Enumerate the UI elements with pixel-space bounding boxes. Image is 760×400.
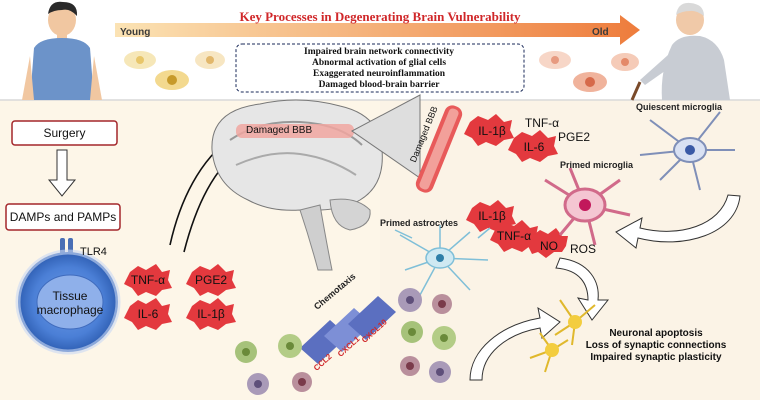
microglia-transition-arrow — [615, 194, 741, 249]
outcome-2: Loss of synaptic connections — [585, 340, 727, 351]
old-person-illustration — [630, 2, 730, 101]
outcome-1: Neuronal apoptosis — [609, 328, 703, 339]
bbb-cytokine-bursts — [464, 114, 568, 258]
aging-cells — [124, 51, 639, 92]
quiescent-microglia-label: Quiescent microglia — [636, 102, 723, 112]
process-4: Damaged blood-brain barrier — [318, 80, 440, 90]
astrocyte-no: NO — [540, 239, 558, 253]
macrophage-cytokine-bursts — [124, 264, 236, 330]
chemokine-ribbons — [300, 296, 396, 364]
tlr4-label: TLR4 — [80, 246, 107, 258]
bbb-cytokine-pge2: PGE2 — [557, 130, 590, 144]
astrocyte-ros: ROS — [569, 242, 596, 256]
surgery-box — [11, 120, 118, 146]
damaged-bbb-vessel — [415, 105, 463, 193]
bbb-cytokine-tnf: TNF-α — [524, 116, 560, 130]
recruited-immune-cells — [235, 288, 456, 395]
brain-bbb-label: Damaged BBB — [246, 125, 313, 136]
damps-label: DAMPs and PAMPs — [9, 210, 117, 224]
process-2: Abnormal activation of glial cells — [311, 58, 447, 68]
diagram-title: Key Processes in Degenerating Brain Vuln… — [239, 9, 521, 24]
primed-microglia-label: Primed microglia — [560, 160, 634, 170]
process-3: Exaggerated neuroinflammation — [312, 69, 446, 79]
age-arrow — [115, 15, 640, 45]
cytokine-il6: IL-6 — [137, 307, 159, 321]
bbb-cytokine-il6: IL-6 — [523, 140, 545, 154]
age-end-label: Old — [592, 27, 609, 38]
macrophage-label-line2: macrophage — [36, 303, 104, 317]
process-box — [235, 43, 525, 93]
astrocyte-il1b: IL-1β — [478, 209, 506, 223]
down-arrow — [47, 149, 77, 197]
surgery-label: Surgery — [43, 126, 86, 140]
quiescent-microglia — [639, 111, 735, 191]
primed-astrocytes-label: Primed astrocytes — [380, 218, 459, 228]
macrophage-label-line1: Tissue — [52, 289, 88, 303]
cytokine-pge2: PGE2 — [194, 273, 227, 287]
cytokine-tnf: TNF-α — [130, 273, 166, 287]
bbb-cytokine-il1b: IL-1β — [478, 124, 506, 138]
process-1: Impaired brain network connectivity — [304, 47, 454, 57]
chemotaxis-arrow — [469, 306, 561, 381]
primed-microglia — [544, 167, 631, 246]
damps-box — [5, 203, 121, 231]
astrocyte-tnf: TNF-α — [496, 229, 532, 243]
cytokine-il1b: IL-1β — [197, 307, 225, 321]
astrocyte-to-neuron-arrow — [555, 257, 610, 321]
zoom-wedge — [351, 94, 421, 179]
primed-astrocyte — [394, 225, 491, 296]
young-person-illustration — [22, 1, 102, 100]
age-start-label: Young — [120, 27, 151, 38]
neurons — [529, 299, 596, 373]
outcome-3: Impaired synaptic plasticity — [590, 352, 722, 363]
brain-illustration — [211, 99, 383, 271]
